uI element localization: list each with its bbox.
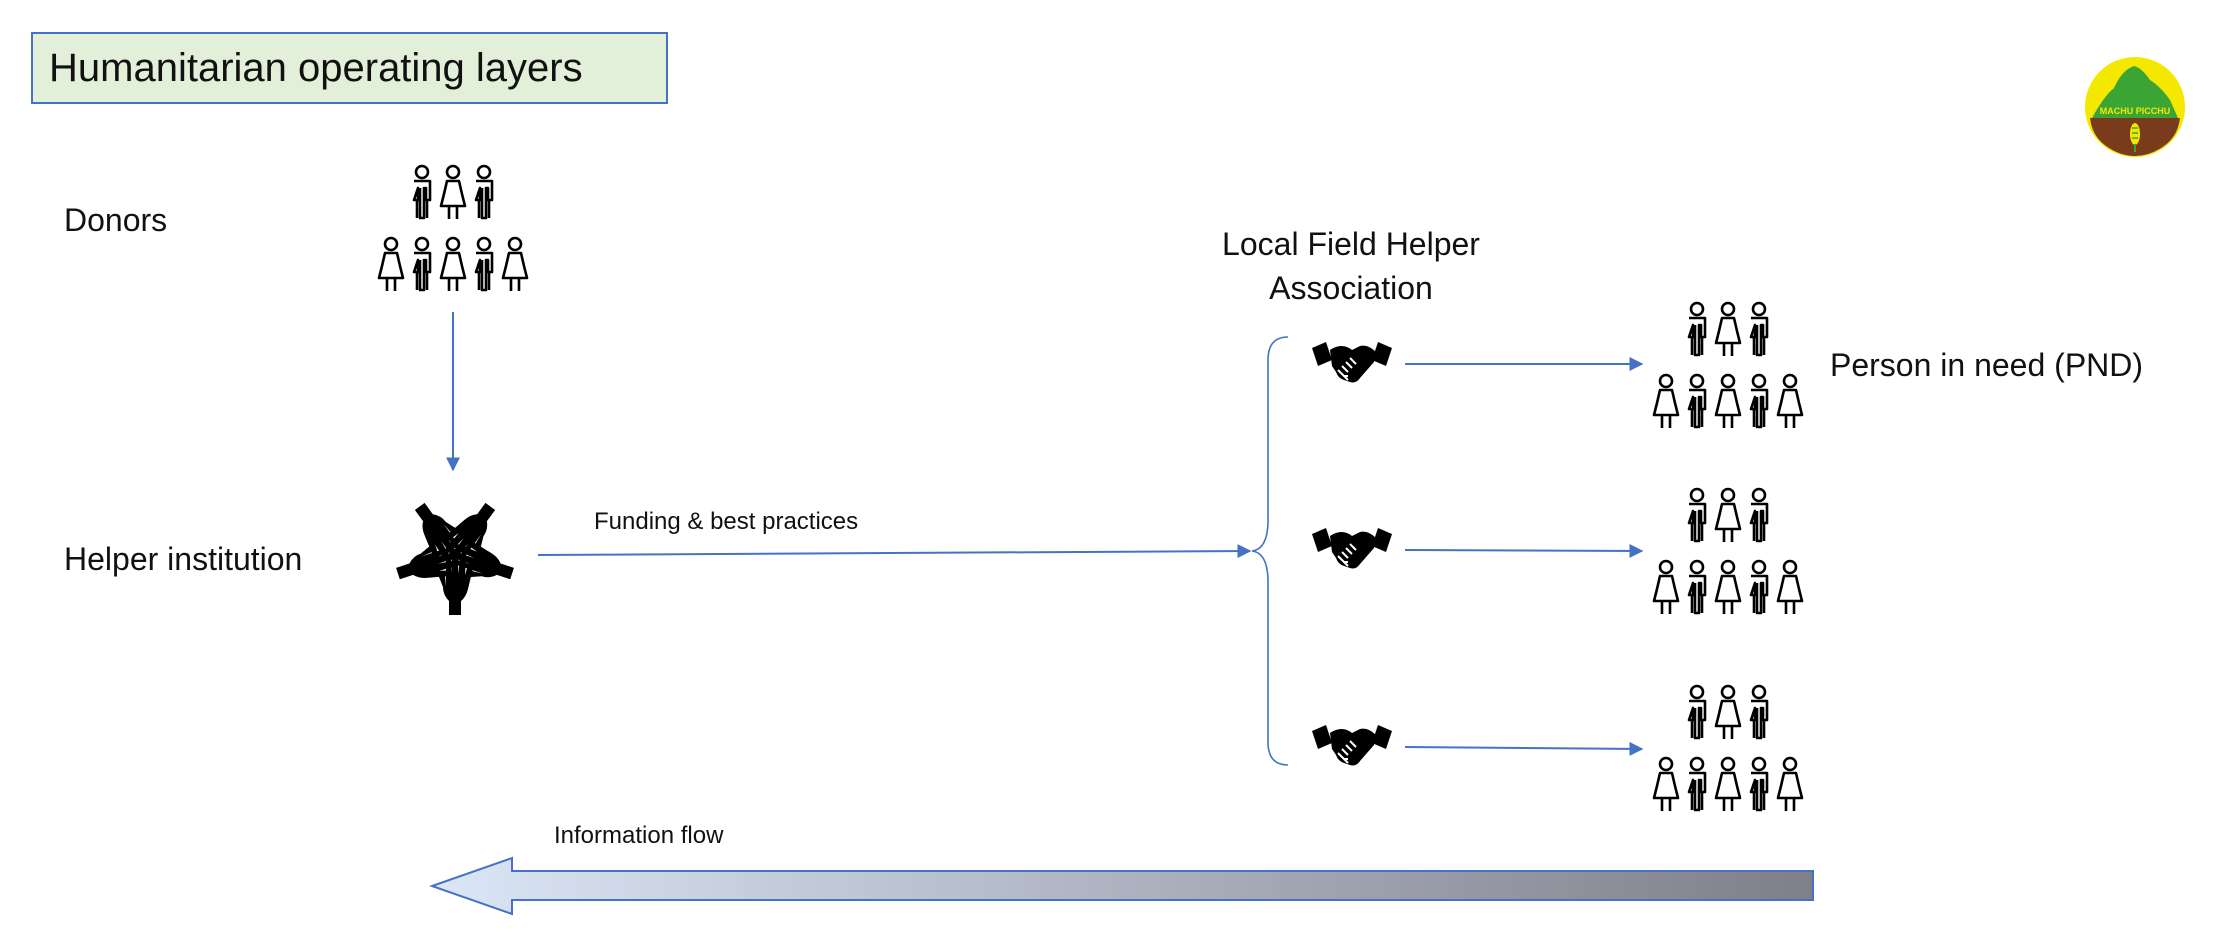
machu-picchu-logo: MACHU PICCHU <box>2085 57 2185 157</box>
donors-people-icon <box>379 166 527 291</box>
handshake-icon <box>1311 527 1393 570</box>
helper-institution-label: Helper institution <box>64 541 303 577</box>
local-association-label: Local Field Helper Association <box>1206 222 1496 310</box>
handshake-icon <box>1311 724 1393 767</box>
association-brace <box>1251 336 1289 766</box>
logo-text: MACHU PICCHU <box>2100 106 2171 116</box>
information-flow-arrow <box>428 856 1814 916</box>
local-association-label-line1: Local Field Helper <box>1222 226 1480 262</box>
handshake-icon <box>1311 341 1393 384</box>
funding-arrow <box>537 544 1252 559</box>
information-flow-label: Information flow <box>554 822 724 849</box>
slide-title: Humanitarian operating layers <box>31 32 668 104</box>
donors-label: Donors <box>64 202 168 238</box>
helping-hands-icon <box>392 495 518 615</box>
pnd-people-icon <box>1654 686 1802 811</box>
slide-title-text: Humanitarian operating layers <box>49 45 583 90</box>
funding-label: Funding & best practices <box>594 508 859 535</box>
association-to-pnd-arrow <box>1404 543 1644 558</box>
local-association-label-line2: Association <box>1269 270 1433 306</box>
association-to-pnd-arrow <box>1404 741 1644 756</box>
pnd-people-icon <box>1654 489 1802 614</box>
pnd-people-icon <box>1654 303 1802 428</box>
person-in-need-label: Person in need (PND) <box>1830 347 2144 383</box>
